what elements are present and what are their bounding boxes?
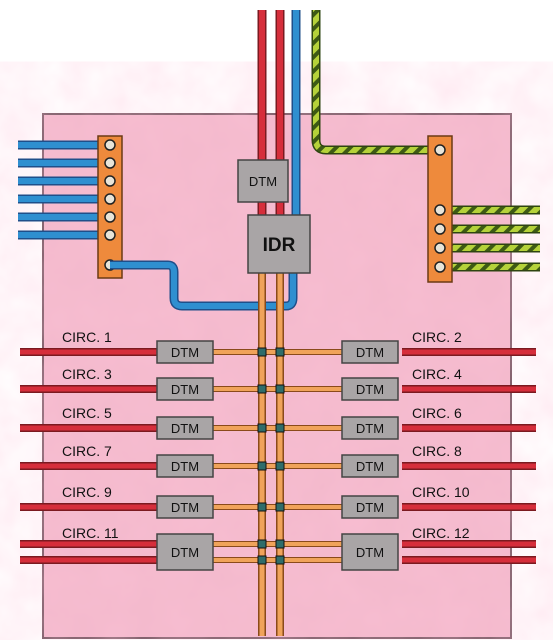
busbar-connector xyxy=(275,461,285,471)
dtm-module: DTM xyxy=(156,495,214,519)
top-dtm-label: DTM xyxy=(249,174,277,189)
busbar-connector xyxy=(275,539,285,549)
top-dtm-module: DTM xyxy=(237,159,289,203)
dtm-label: DTM xyxy=(171,382,199,397)
left-neutral-wires xyxy=(18,140,110,240)
dtm-module: DTM xyxy=(341,454,399,478)
circuit-label: CIRC. 9 xyxy=(62,484,112,500)
dtm-label: DTM xyxy=(171,545,199,560)
dtm-module: DTM xyxy=(341,495,399,519)
dtm-label: DTM xyxy=(171,421,199,436)
dtm-label: DTM xyxy=(356,545,384,560)
circuit-label: CIRC. 1 xyxy=(62,329,112,345)
main-earth-wire xyxy=(311,10,440,155)
busbar-connector xyxy=(257,423,267,433)
circuit-label: CIRC. 12 xyxy=(412,525,470,541)
dtm-module: DTM xyxy=(156,416,214,440)
dtm-module: DTM xyxy=(341,533,399,571)
circuit-label: CIRC. 10 xyxy=(412,484,470,500)
left-terminal-bar xyxy=(97,135,123,279)
dtm-label: DTM xyxy=(356,345,384,360)
dtm-label: DTM xyxy=(356,382,384,397)
circuit-label: CIRC. 5 xyxy=(62,405,112,421)
dtm-label: DTM xyxy=(171,345,199,360)
busbar-connector xyxy=(257,384,267,394)
dtm-label: DTM xyxy=(356,459,384,474)
dtm-label: DTM xyxy=(171,459,199,474)
idr-module: IDR xyxy=(247,214,311,274)
circuit-label: CIRC. 8 xyxy=(412,443,462,459)
circuit-label: CIRC. 11 xyxy=(62,525,119,541)
busbar-connector xyxy=(275,384,285,394)
dtm-module: DTM xyxy=(156,377,214,401)
circuit-label: CIRC. 4 xyxy=(412,366,462,382)
dtm-label: DTM xyxy=(171,500,199,515)
dtm-module: DTM xyxy=(156,340,214,364)
dtm-module: DTM xyxy=(156,454,214,478)
busbar-connector xyxy=(257,539,267,549)
idr-label: IDR xyxy=(263,235,296,256)
dtm-label: DTM xyxy=(356,500,384,515)
busbar-connector xyxy=(257,347,267,357)
busbar-connector xyxy=(257,502,267,512)
right-earth-wires xyxy=(440,205,540,272)
busbar-connector xyxy=(275,347,285,357)
busbar-connector xyxy=(275,502,285,512)
busbar-connector xyxy=(275,423,285,433)
busbars xyxy=(258,270,284,636)
busbar-connector xyxy=(257,461,267,471)
right-earth-terminal-bar xyxy=(427,135,453,283)
circuit-label: CIRC. 6 xyxy=(412,405,462,421)
circuit-label: CIRC. 2 xyxy=(412,329,462,345)
dtm-module: DTM xyxy=(156,533,214,571)
circuit-layer: DTM DTM CIRC. 1 CIRC. 2 DTM DTM CIRC. 3 CIRC. 4… xyxy=(20,329,536,571)
circuit-label: CIRC. 3 xyxy=(62,366,112,382)
dtm-module: DTM xyxy=(341,340,399,364)
dtm-module: DTM xyxy=(341,416,399,440)
dtm-label: DTM xyxy=(356,421,384,436)
busbar-connector xyxy=(275,555,285,565)
circuit-label: CIRC. 7 xyxy=(62,443,112,459)
busbar-connector xyxy=(257,555,267,565)
dtm-module: DTM xyxy=(341,377,399,401)
